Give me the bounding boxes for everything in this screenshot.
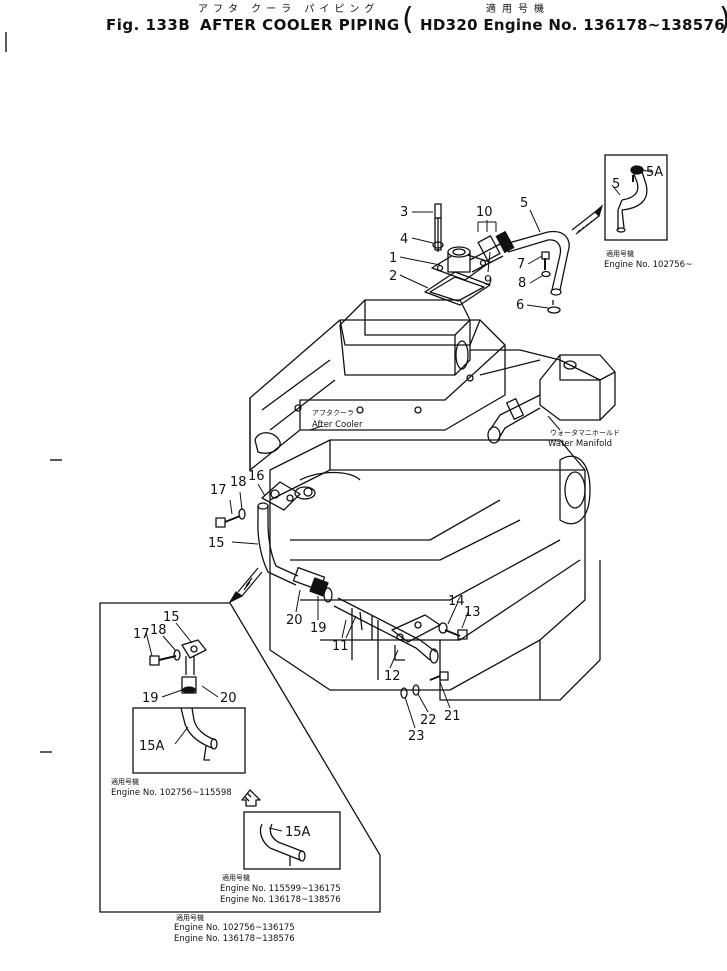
serial-notes: 適用号機 Engine No. 102756~ 適用号機 Engine No. …: [111, 249, 692, 944]
after-cooler-label-jp: アフタクーラ: [312, 408, 354, 417]
upper-pipe-assembly: [424, 203, 570, 314]
pointer-arrow-top: [571, 204, 604, 235]
callout-5: 5: [520, 196, 528, 211]
callout-13: 13: [464, 605, 481, 620]
applicability-serial-range: HD320 Engine No. 136178~138576: [420, 16, 726, 34]
callout-8: 8: [518, 276, 526, 291]
detail-parts: [149, 639, 306, 866]
callout-3: 3: [400, 205, 408, 220]
leader-lines: [145, 169, 653, 832]
detail-box-outline: [99, 602, 381, 913]
callout-12: 12: [384, 669, 401, 684]
inset-part-5a-box: [604, 154, 668, 241]
callout-16: 16: [248, 469, 265, 484]
detail2-callout-15a: 15A: [285, 825, 311, 840]
header-bracket-right: ): [719, 2, 727, 37]
figure-title-japanese: アフタ クーラ パイピング: [198, 4, 380, 15]
detail-callout-15: 15: [163, 610, 180, 625]
detail-callout-17: 17: [133, 627, 150, 642]
inset-callout-5: 5: [612, 177, 620, 192]
box-bottom-serial-jp: 適用号機: [176, 913, 204, 922]
margin-marks: [5, 32, 62, 753]
detail-callout-19: 19: [142, 691, 159, 706]
callout-10: 10: [476, 205, 493, 220]
after-cooler-label: After Cooler: [312, 420, 363, 430]
water-manifold-label: Water Manifold: [548, 439, 612, 449]
callout-18: 18: [230, 475, 247, 490]
detail-callout-20: 20: [220, 691, 237, 706]
detail-upper-serial: Engine No. 102756~115598: [111, 788, 232, 798]
callout-19: 19: [310, 621, 327, 636]
detail-lower-serial-jp: 適用号機: [222, 873, 250, 882]
callout-7: 7: [517, 257, 525, 272]
engine-block: [249, 299, 601, 701]
callout-17: 17: [210, 483, 227, 498]
callout-23: 23: [408, 729, 425, 744]
detail-callout-15a: 15A: [139, 739, 165, 754]
callout-4: 4: [400, 232, 408, 247]
detail-lower-serial-2: Engine No. 136178~138576: [220, 895, 341, 905]
box-bottom-serial-1: Engine No. 102756~136175: [174, 923, 295, 933]
water-manifold: [487, 354, 616, 444]
inset-serial-jp: 適用号機: [606, 249, 634, 258]
callout-numbers: 3 4 1 2 10 5 9 7 8 6 5 5A 17 18 16 15 20…: [133, 165, 663, 840]
callout-14: 14: [448, 594, 465, 609]
detail-callout-18: 18: [150, 623, 167, 638]
water-manifold-label-jp: ウォータマニホールド: [550, 428, 620, 437]
lower-pipe-assembly: [215, 481, 468, 699]
callout-15: 15: [208, 536, 225, 551]
callout-11: 11: [332, 639, 349, 654]
figure-number: Fig. 133B: [106, 16, 191, 34]
inset-serial: Engine No. 102756~: [604, 260, 692, 270]
figure-title: AFTER COOLER PIPING: [200, 16, 400, 34]
callout-1: 1: [389, 251, 397, 266]
inset-callout-5a: 5A: [646, 165, 663, 180]
box-bottom-serial-2: Engine No. 136178~138576: [174, 934, 295, 944]
figure-header: Fig. 133B アフタ クーラ パイピング AFTER COOLER PIP…: [0, 0, 727, 44]
callout-9: 9: [484, 274, 492, 289]
callout-2: 2: [389, 269, 397, 284]
callout-21: 21: [444, 709, 461, 724]
pointer-arrow-lower: [228, 567, 263, 604]
detail-lower-serial-1: Engine No. 115599~136175: [220, 884, 341, 894]
detail-upper-serial-jp: 適用号機: [111, 777, 139, 786]
callout-20: 20: [286, 613, 303, 628]
callout-22: 22: [420, 713, 437, 728]
header-bracket-left: (: [402, 2, 414, 37]
applicability-japanese: 適用号機: [486, 4, 550, 15]
component-annotations: アフタクーラ After Cooler ウォータマニホールド Water Man…: [312, 408, 620, 449]
callout-6: 6: [516, 298, 524, 313]
